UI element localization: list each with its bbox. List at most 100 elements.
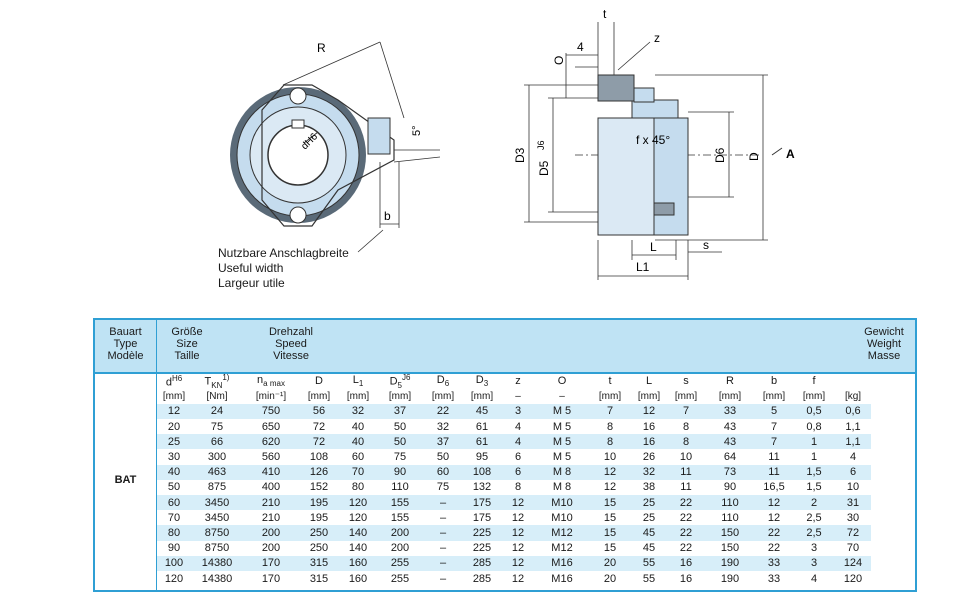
table-cell: –	[423, 525, 463, 541]
table-cell: 110	[721, 511, 739, 524]
table-cell: 3450	[204, 511, 230, 524]
table-cell: 16	[667, 555, 705, 571]
table-cell: 37	[377, 403, 423, 420]
table-cell: 50	[167, 481, 181, 494]
sym-D6: D6	[436, 374, 450, 389]
table-cell: 750	[243, 403, 299, 420]
table-cell: 25	[157, 434, 191, 450]
table-cell: 120	[843, 572, 863, 585]
table-cell: 70	[167, 511, 181, 524]
table-cell: 40	[351, 420, 365, 433]
table-cell: 60	[351, 451, 365, 463]
table-cell: 7	[667, 403, 705, 420]
table-cell: 1,5	[806, 481, 822, 494]
table-cell: 108	[309, 451, 329, 463]
unit-cell: [mm]	[762, 391, 786, 403]
dim-t: t	[603, 7, 607, 21]
table-cell: 2	[793, 494, 835, 511]
table-cell: 95	[475, 451, 489, 463]
table-cell: 285	[463, 555, 501, 571]
table-cell: 463	[191, 464, 243, 480]
table-cell: 1	[810, 451, 818, 463]
table-cell: 132	[472, 481, 492, 494]
table-cell: 100	[157, 555, 191, 571]
front-view	[230, 41, 441, 253]
table-cell: 11	[755, 464, 793, 480]
table-cell: 4	[849, 451, 857, 463]
dim-chamfer: f x 45°	[636, 133, 670, 147]
table-cell: 120	[339, 494, 377, 511]
data-grid: dH6 TKN1) na max D L1 D5J6 D6 D3 z O t L…	[157, 373, 871, 586]
table-cell: 15	[589, 525, 631, 541]
table-cell: 80	[351, 481, 365, 494]
table-cell: –	[439, 542, 447, 555]
dim-O: O	[552, 56, 566, 65]
table-cell: 80	[157, 525, 191, 541]
table-cell: 32	[339, 403, 377, 420]
table-cell: 1,1	[845, 420, 861, 433]
table-cell: 126	[299, 464, 339, 480]
unit-cell: [Nm]	[206, 391, 228, 403]
useful-width-en: Useful width	[218, 261, 284, 275]
table-cell: 12	[631, 403, 667, 420]
table-cell: 1,1	[835, 434, 871, 450]
table-cell: 14380	[201, 572, 233, 585]
table-cell: 200	[390, 542, 410, 555]
table-cell: 12	[603, 481, 617, 494]
section-view	[524, 22, 783, 280]
table-cell: 6	[514, 451, 522, 463]
table-cell: 315	[299, 555, 339, 571]
table-cell: 11	[667, 464, 705, 480]
table-cell: 5	[755, 403, 793, 420]
table-cell: –	[423, 494, 463, 511]
table-cell: 60	[423, 464, 463, 480]
sym-L1: L1	[352, 374, 364, 389]
table-cell: 1	[793, 434, 835, 450]
table-cell: M12	[535, 525, 589, 541]
table-cell: 12	[501, 494, 535, 511]
table-cell: 190	[705, 555, 755, 571]
table-cell: 12	[501, 555, 535, 571]
sym-L: L	[645, 375, 653, 388]
table-cell: 10	[846, 481, 860, 494]
table-cell: 22	[679, 511, 693, 524]
table-cell: 45	[642, 542, 656, 555]
table-cell: M10	[551, 511, 573, 524]
table-cell: M16	[551, 572, 573, 585]
table-cell: 650	[261, 420, 281, 433]
table-cell: 15	[603, 511, 617, 524]
table-cell: 225	[463, 525, 501, 541]
table-cell: 150	[705, 525, 755, 541]
table-cell: 25	[631, 494, 667, 511]
table-cell: 255	[377, 555, 423, 571]
table-cell: 24	[191, 403, 243, 420]
dim-L1: L1	[636, 260, 650, 274]
table-cell: 200	[243, 525, 299, 541]
table-cell: 120	[348, 511, 368, 524]
table-cell: 11	[680, 481, 692, 494]
table-cell: 3	[810, 542, 818, 555]
table-cell: 6	[835, 464, 871, 480]
table-cell: 33	[755, 555, 793, 571]
unit-cell: [mm]	[388, 391, 412, 403]
table-cell: 75	[436, 481, 450, 494]
table-cell: 75	[393, 451, 407, 463]
table-cell: 40	[339, 434, 377, 450]
table-cell: –	[439, 511, 447, 524]
table-cell: 200	[261, 542, 281, 555]
table-cell: M 5	[535, 403, 589, 420]
sym-d: dH6	[165, 374, 183, 389]
column-divider	[156, 320, 157, 590]
table-cell: 56	[299, 403, 339, 420]
table-cell: 120	[164, 572, 184, 585]
table-cell: 72	[312, 420, 326, 433]
table-cell: 8	[514, 481, 522, 494]
table-cell: 12	[501, 525, 535, 541]
dim-D6: D6	[713, 147, 727, 163]
table-cell: 72	[299, 434, 339, 450]
